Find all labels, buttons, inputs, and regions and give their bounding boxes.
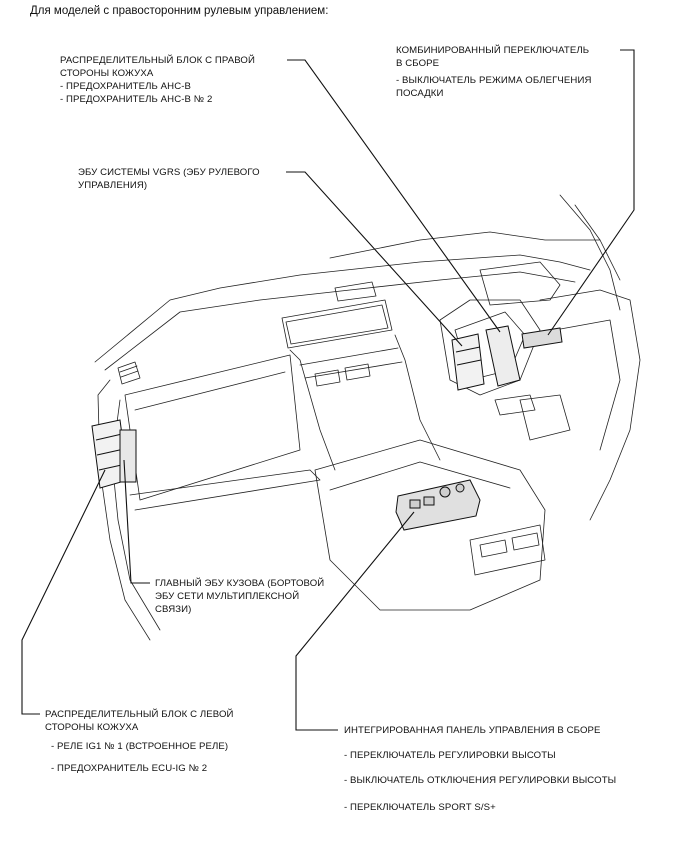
vgrs-title-1: ЭБУ СИСТЕМЫ VGRS (ЭБУ РУЛЕВОГО [78,167,260,178]
leader-combo-switch [547,49,635,336]
center-stack [289,349,336,471]
combo-switch-item-1: - ВЫКЛЮЧАТЕЛЬ РЕЖИМА ОБЛЕГЧЕНИЯ [396,75,592,86]
a-pillar-right-2 [574,204,621,281]
main-body-ecu-title-2: ЭБУ СЕТИ МУЛЬТИПЛЕКСНОЙ [155,591,300,602]
leader-left-junction [21,469,106,715]
page-header: Для моделей с правосторонним рулевым упр… [30,5,329,17]
main-body-ecu-title-1: ГЛАВНЫЙ ЭБУ КУЗОВА (БОРТОВОЙ [155,578,325,589]
glove-box [124,354,301,501]
windshield-line [329,231,601,259]
vgrs-title-2: УПРАВЛЕНИЯ) [78,180,148,191]
dash-top-outline [94,254,591,363]
main-body-ecu [119,429,137,483]
steering-column [439,299,541,396]
vgrs-ecu [451,333,485,391]
left-junction-item-2: - ПРЕДОХРАНИТЕЛЬ ECU-IG № 2 [51,763,208,774]
right-junction-title-1: РАСПРЕДЕЛИТЕЛЬНЫЙ БЛОК С ПРАВОЙ [60,55,255,66]
control-panel-item-2: - ВЫКЛЮЧАТЕЛЬ ОТКЛЮЧЕНИЯ РЕГУЛИРОВКИ ВЫС… [344,775,617,786]
integrated-control-panel [395,479,481,531]
callout-control-panel: ИНТЕГРИРОВАННАЯ ПАНЕЛЬ УПРАВЛЕНИЯ В СБОР… [344,724,616,814]
dash-top-edge [104,271,576,371]
control-panel-item-1: - ПЕРЕКЛЮЧАТЕЛЬ РЕГУЛИРОВКИ ВЫСОТЫ [344,750,556,761]
leader-control-panel [295,511,415,731]
left-junction-item-1: - РЕЛЕ IG1 № 1 (ВСТРОЕННОЕ РЕЛЕ) [51,741,229,752]
control-panel-title: ИНТЕГРИРОВАННАЯ ПАНЕЛЬ УПРАВЛЕНИЯ В СБОР… [344,725,601,736]
left-junction-title-1: РАСПРЕДЕЛИТЕЛЬНЫЙ БЛОК С ЛЕВОЙ [45,709,234,720]
callout-vgrs-ecu: ЭБУ СИСТЕМЫ VGRS (ЭБУ РУЛЕВОГО УПРАВЛЕНИ… [78,166,260,192]
control-panel-item-3: - ПЕРЕКЛЮЧАТЕЛЬ SPORT S/S+ [344,802,496,813]
a-pillar-right [559,194,621,311]
left-vent [117,361,141,385]
center-console [314,439,546,611]
right-junction-title-2: СТОРОНЫ КОЖУХА [60,68,154,79]
leader-main-body-ecu [123,459,150,584]
callout-left-junction: РАСПРЕДЕЛИТЕЛЬНЫЙ БЛОК С ЛЕВОЙ СТОРОНЫ К… [45,708,234,775]
center-display [281,299,393,349]
combo-switch-title-1: КОМБИНИРОВАННЫЙ ПЕРЕКЛЮЧАТЕЛЬ [396,45,590,56]
combination-switch [521,327,563,349]
right-junction-item-1: - ПРЕДОХРАНИТЕЛЬ AHC-B [60,81,192,92]
callout-main-body-ecu: ГЛАВНЫЙ ЭБУ КУЗОВА (БОРТОВОЙ ЭБУ СЕТИ МУ… [155,577,324,616]
right-junction-item-2: - ПРЕДОХРАНИТЕЛЬ AHC-B № 2 [60,94,213,105]
right-junction-bracket [485,325,521,387]
callout-combination-switch: КОМБИНИРОВАННЫЙ ПЕРЕКЛЮЧАТЕЛЬ В СБОРЕ - … [396,44,591,100]
callout-right-junction: РАСПРЕДЕЛИТЕЛЬНЫЙ БЛОК С ПРАВОЙ СТОРОНЫ … [60,54,255,106]
leader-right-junction [287,59,501,333]
main-body-ecu-title-3: СВЯЗИ) [155,604,192,615]
left-door-edge [97,379,151,641]
combo-switch-item-2: ПОСАДКИ [396,88,444,99]
left-junction-title-2: СТОРОНЫ КОЖУХА [45,722,139,733]
combo-switch-title-2: В СБОРЕ [396,58,440,69]
rear-vents [479,532,540,558]
leader-vgrs [286,171,463,347]
